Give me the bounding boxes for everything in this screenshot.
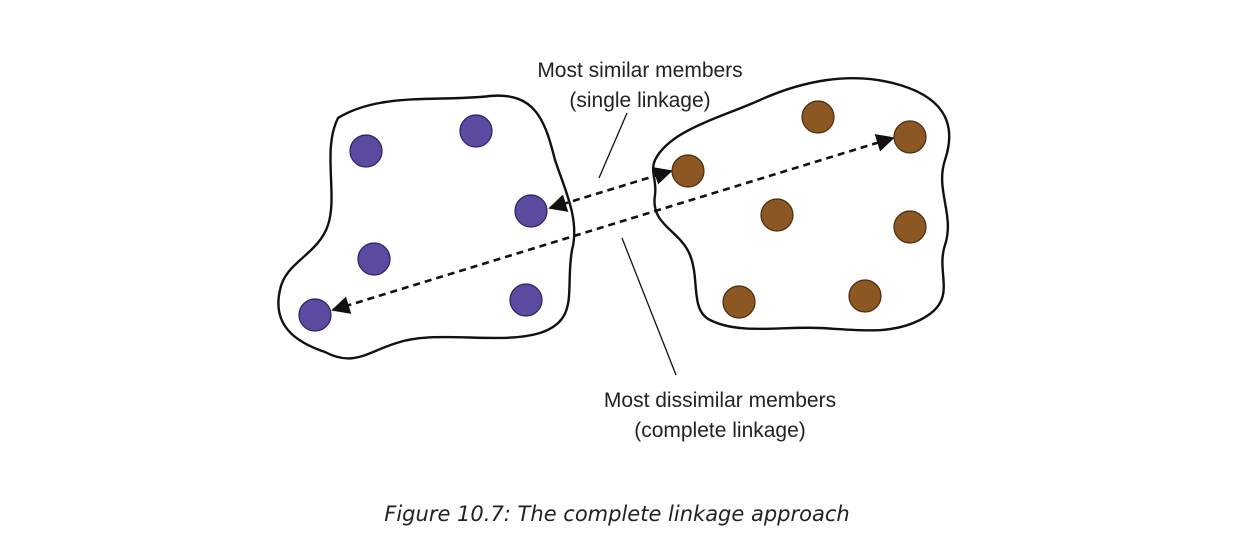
single-linkage-label-line2: (single linkage) bbox=[569, 89, 711, 112]
cluster-point bbox=[349, 134, 383, 168]
cluster-point bbox=[357, 242, 391, 276]
cluster-outline-right bbox=[651, 77, 951, 332]
cluster-point bbox=[509, 283, 543, 317]
cluster-point bbox=[514, 194, 548, 228]
cluster-points-right bbox=[671, 100, 927, 319]
cluster-point bbox=[671, 154, 705, 188]
pointer-line-single bbox=[598, 112, 628, 179]
cluster-point bbox=[459, 114, 493, 148]
cluster-points-left bbox=[298, 114, 548, 332]
complete-linkage-label-line1: Most dissimilar members bbox=[603, 389, 837, 412]
clustering-linkage-diagram bbox=[277, 77, 951, 376]
cluster-point bbox=[893, 120, 927, 154]
complete-linkage-arrow bbox=[331, 134, 895, 314]
complete-linkage-label: Most dissimilar members (complete linkag… bbox=[570, 386, 870, 446]
single-linkage-label-line1: Most similar members bbox=[537, 59, 743, 82]
cluster-point bbox=[893, 210, 927, 244]
cluster-point bbox=[298, 298, 332, 332]
pointer-line-complete bbox=[621, 237, 677, 376]
complete-linkage-label-line2: (complete linkage) bbox=[634, 419, 806, 442]
single-linkage-label: Most similar members (single linkage) bbox=[500, 56, 780, 116]
cluster-point bbox=[848, 279, 882, 313]
cluster-point bbox=[760, 198, 794, 232]
figure-caption: Figure 10.7: The complete linkage approa… bbox=[384, 502, 850, 526]
cluster-point bbox=[801, 100, 835, 134]
cluster-point bbox=[722, 285, 756, 319]
cluster-outline-left bbox=[277, 94, 576, 360]
